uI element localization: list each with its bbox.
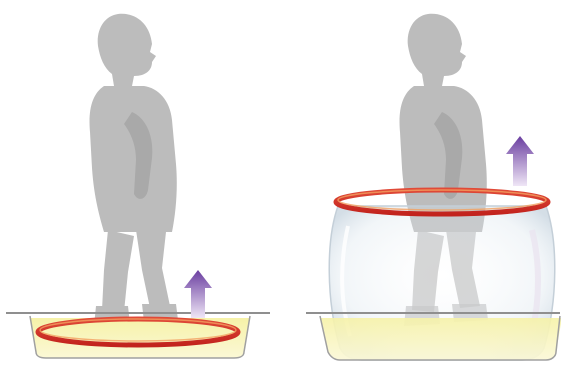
arrow-up-icon-right [506,136,534,186]
left-panel [6,14,270,358]
arrow-up-icon-left [184,270,212,318]
child-silhouette-left [90,14,178,326]
right-panel [306,14,561,360]
liquid-right [320,318,561,360]
